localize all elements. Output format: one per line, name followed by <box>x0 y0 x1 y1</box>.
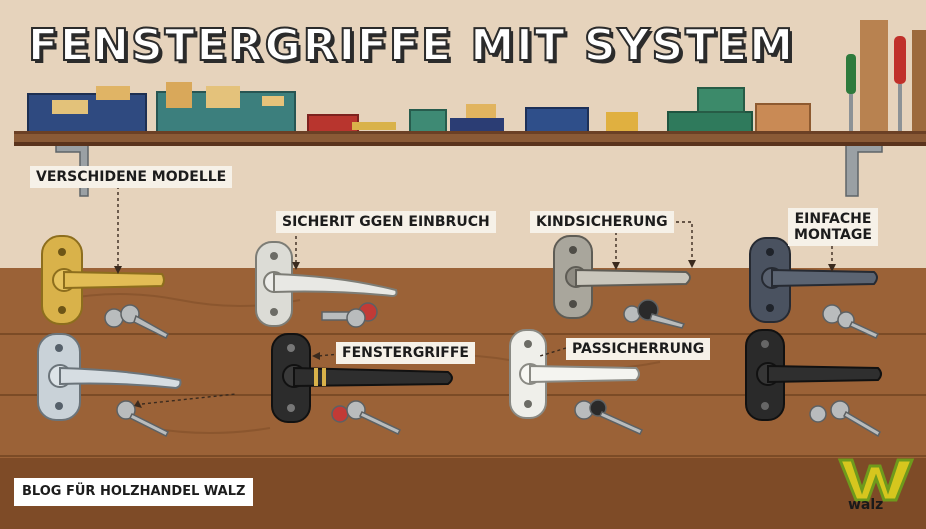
window-handle-icon <box>37 333 182 421</box>
label-easy-mounting-line2: MONTAGE <box>794 227 872 243</box>
screwdriver-icon <box>846 54 856 132</box>
key-icon <box>116 400 170 438</box>
window-handle-icon <box>745 329 882 421</box>
storage-box-icon <box>27 86 147 133</box>
window-handle-icon <box>271 333 453 423</box>
label-burglary-protection: SICHERIT GGEN EINBRUCH <box>276 211 496 233</box>
window-handle-icon <box>749 237 878 323</box>
label-models: VERSCHIDENE MODELLE <box>30 166 233 188</box>
walz-logo-text: walz <box>848 497 884 513</box>
wall-shelf <box>14 131 926 146</box>
window-handle-icon <box>41 235 165 325</box>
screwdriver-icon <box>894 36 906 132</box>
arrow-heads <box>114 260 836 408</box>
wooden-board <box>860 20 888 132</box>
footer-blog-label: BLOG FÜR HOLZHANDEL WALZ <box>14 478 254 506</box>
key-icon <box>104 304 169 340</box>
label-window-handles: FENSTERGRIFFE <box>336 342 475 364</box>
key-icon <box>822 304 880 339</box>
walz-logo-icon <box>837 458 915 502</box>
storage-box-icon <box>525 107 638 133</box>
label-easy-mounting: EINFACHE MONTAGE <box>788 208 878 246</box>
label-easy-mounting-line1: EINFACHE <box>794 211 872 227</box>
window-handle-icon <box>255 241 398 327</box>
storage-box-icon <box>667 87 811 133</box>
key-icon <box>574 399 644 435</box>
label-fit-lock: PASSICHERRUNG <box>566 338 711 360</box>
key-icon <box>809 400 881 438</box>
window-handle-icon <box>553 235 691 319</box>
wooden-board <box>912 30 926 132</box>
storage-box-icon <box>307 104 504 134</box>
page-title: FENSTERGRIFFE MIT SYSTEM <box>27 19 796 72</box>
storage-box-icon <box>156 82 296 133</box>
key-icon <box>623 299 686 329</box>
key-icon <box>331 400 402 435</box>
shelf-bracket-right <box>845 143 883 197</box>
key-icon <box>321 302 378 328</box>
window-handle-icon <box>509 329 640 419</box>
label-child-lock: KINDSICHERUNG <box>530 211 674 233</box>
